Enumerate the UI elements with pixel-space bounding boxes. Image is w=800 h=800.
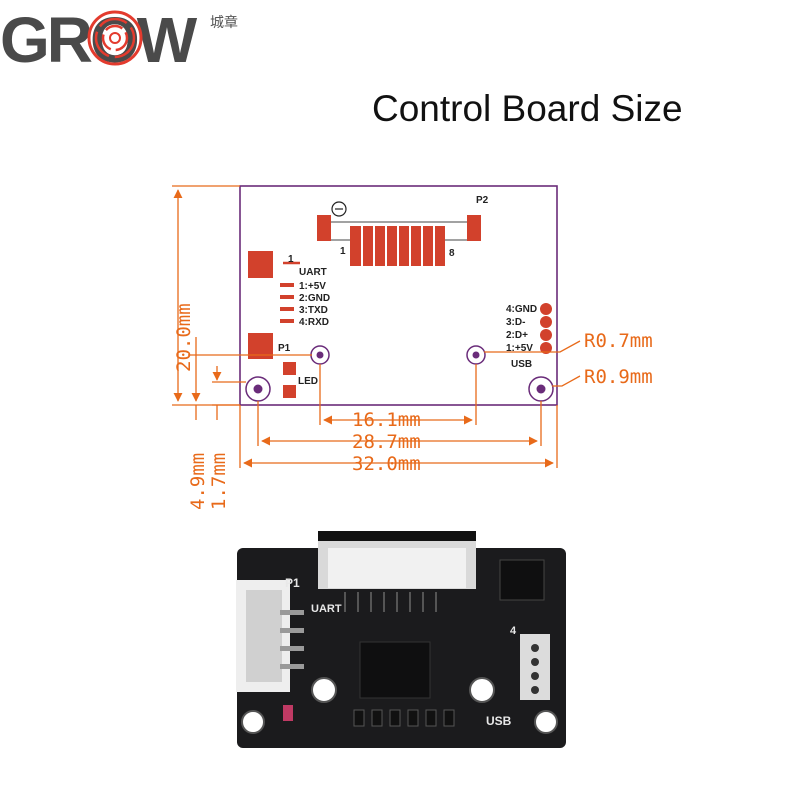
dimension-lines [172,185,581,468]
dim-height: 20.0mm [173,303,195,372]
dim-hole-offset-1: 4.9mm [187,453,209,510]
uart-pin1-marker: 1 [288,254,294,265]
dim-radius-small: R0.7mm [584,330,653,352]
uart-pin-3: 3:TXD [299,305,328,316]
photo-pin-number: 4 [510,625,517,637]
uart-title: UART [299,267,327,278]
photo-uart-label: UART [311,603,342,615]
mounting-holes [245,345,554,402]
usb-pin-3: 3:D- [506,317,525,328]
board-outline [239,185,558,406]
dim-radius-large: R0.9mm [584,366,653,388]
dim-width: 32.0mm [352,453,421,475]
usb-title: USB [511,359,532,370]
uart-pin-2: 2:GND [299,293,330,304]
fingerprint-icon [87,10,143,66]
photo-p1-label: P1 [285,576,300,590]
p2-pin-start: 1 [340,246,346,257]
p2-pin-end: 8 [449,248,455,259]
p1-label: P1 [278,343,291,354]
connector-p2 [317,201,481,266]
usb-pin-1: 1:+5V [506,343,533,354]
dim-outer-spacing: 28.7mm [352,431,421,453]
led-label: LED [298,376,318,387]
p2-label: P2 [476,195,489,206]
uart-header [248,251,300,359]
led-pad-bottom [283,385,296,398]
board-photo [236,531,566,748]
dim-hole-offset-2: 1.7mm [208,453,230,510]
dim-inner-spacing: 16.1mm [352,409,421,431]
page-title: Control Board Size [372,88,683,129]
usb-pads [540,303,552,354]
brand-cn: 城章 [210,15,238,31]
led-pad-top [283,362,296,375]
photo-usb-label: USB [486,714,512,728]
usb-pin-4: 4:GND [506,304,537,315]
uart-pin-1: 1:+5V [299,281,326,292]
uart-pin-4: 4:RXD [299,317,329,328]
usb-pin-2: 2:D+ [506,330,528,341]
